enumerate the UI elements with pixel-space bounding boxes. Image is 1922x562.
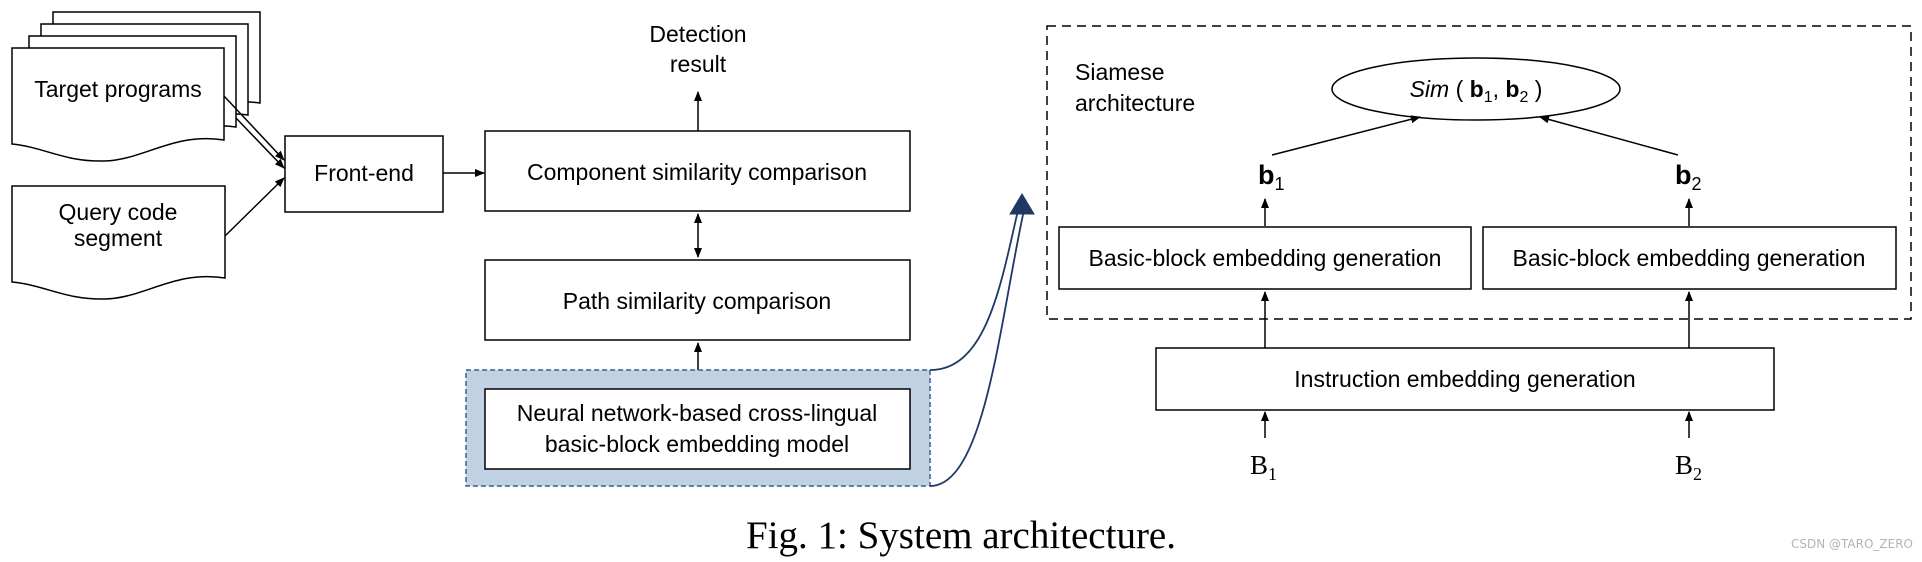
target-programs-label: Target programs (34, 76, 201, 102)
basic-block-embedding-left-label: Basic-block embedding generation (1089, 245, 1442, 271)
query-code-label-line1: Query code (59, 199, 178, 225)
watermark: CSDN @TARO_ZERO (1791, 537, 1913, 551)
similarity-function-label: Sim ( b1, b2 ) (1410, 76, 1543, 106)
target-programs-document-stack: Target programs (11, 11, 261, 162)
component-similarity-box: Component similarity comparison (484, 130, 911, 212)
B2-var: B (1675, 450, 1693, 480)
sim-open-paren: ( (1449, 76, 1469, 102)
figure-caption: Fig. 1: System architecture. (746, 514, 1176, 557)
sim-b2-var: b (1505, 76, 1519, 102)
siamese-title-line2: architecture (1075, 90, 1195, 116)
path-similarity-label: Path similarity comparison (563, 288, 831, 314)
b2-sub: 2 (1692, 174, 1702, 194)
b1-var: b (1258, 160, 1275, 190)
basic-block-embedding-right-box: Basic-block embedding generation (1482, 226, 1897, 290)
front-end-label: Front-end (314, 160, 414, 186)
B1-sub: 1 (1268, 464, 1277, 484)
b2-vector-label: b2 (1675, 160, 1702, 194)
B2-block-label: B2 (1675, 450, 1702, 484)
sim-b1-sub: 1 (1484, 89, 1493, 106)
basic-block-embedding-right-label: Basic-block embedding generation (1513, 245, 1866, 271)
query-code-document: Query code segment (11, 185, 226, 300)
component-similarity-label: Component similarity comparison (527, 159, 867, 185)
query-code-label-line2: segment (74, 225, 163, 251)
b2-to-sim-arrow (1539, 115, 1679, 156)
b2-var: b (1675, 160, 1692, 190)
B1-block-label: B1 (1250, 450, 1277, 484)
b1-to-sim-arrow (1271, 115, 1421, 156)
query-to-frontend-arrow (224, 177, 285, 237)
path-similarity-box: Path similarity comparison (484, 259, 911, 341)
basic-block-embedding-left-box: Basic-block embedding generation (1058, 226, 1472, 290)
siamese-architecture-container (1046, 25, 1912, 320)
neural-model-highlight-container: Neural network-based cross-lingual basic… (465, 369, 931, 487)
zoom-in-connector (929, 193, 1035, 487)
B1-var: B (1250, 450, 1268, 480)
similarity-function-ellipse: Sim ( b1, b2 ) (1331, 57, 1621, 121)
target-to-frontend-arrow (223, 95, 285, 161)
neural-model-label-line1: Neural network-based cross-lingual (517, 400, 878, 426)
b1-vector-label: b1 (1258, 160, 1285, 194)
siamese-title-line1: Siamese (1075, 59, 1164, 85)
sim-function-name: Sim (1410, 76, 1450, 102)
instruction-embedding-label: Instruction embedding generation (1294, 366, 1635, 392)
detection-result-label-line1: Detection (649, 21, 746, 47)
sim-close-paren: ) (1528, 76, 1542, 102)
B2-sub: 2 (1693, 464, 1702, 484)
instruction-embedding-box: Instruction embedding generation (1155, 347, 1775, 411)
sim-b1-var: b (1470, 76, 1484, 102)
front-end-box: Front-end (284, 135, 444, 213)
target-to-frontend-arrow-2 (235, 117, 285, 169)
sim-comma: , (1493, 76, 1506, 102)
neural-model-label-line2: basic-block embedding model (545, 431, 849, 457)
detection-result-label-line2: result (670, 51, 727, 77)
sim-b2-sub: 2 (1519, 89, 1528, 106)
b1-sub: 1 (1275, 174, 1285, 194)
